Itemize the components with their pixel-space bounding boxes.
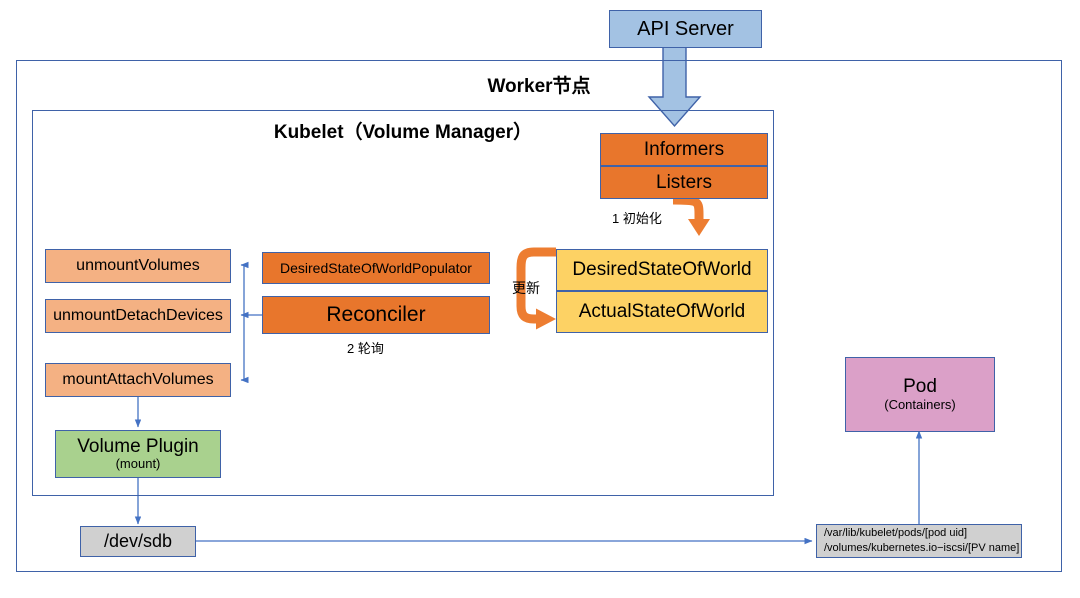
pod-label: Pod: [903, 376, 937, 398]
actual-state-of-world-label: ActualStateOfWorld: [578, 301, 746, 323]
dsw-populator-box[interactable]: DesiredStateOfWorldPopulator: [262, 252, 490, 284]
dsw-populator-label: DesiredStateOfWorldPopulator: [280, 259, 472, 276]
listers-box[interactable]: Listers: [600, 166, 768, 199]
unmount-detach-devices-label: unmountDetachDevices: [53, 306, 223, 324]
reconciler-box[interactable]: Reconciler: [262, 296, 490, 334]
reconciler-label: Reconciler: [326, 302, 426, 326]
volume-plugin-label: Volume Plugin: [77, 435, 199, 457]
mount-attach-volumes-label: mountAttachVolumes: [62, 370, 214, 388]
api-server-label: API Server: [637, 17, 734, 40]
actual-state-of-world-box[interactable]: ActualStateOfWorld: [556, 291, 768, 333]
informers-label: Informers: [643, 138, 725, 160]
desired-state-of-world-label: DesiredStateOfWorld: [572, 259, 752, 281]
device-label: /dev/sdb: [103, 531, 173, 552]
informers-box[interactable]: Informers: [600, 133, 768, 166]
device-box[interactable]: /dev/sdb: [80, 526, 196, 557]
worker-node-title: Worker节点: [487, 76, 591, 97]
volume-plugin-box[interactable]: Volume Plugin (mount): [55, 430, 221, 478]
kubelet-title: Kubelet（Volume Manager）: [273, 122, 533, 143]
step2-label: 2 轮询: [347, 341, 384, 356]
unmount-volumes-box[interactable]: unmountVolumes: [45, 249, 231, 283]
api-server-box[interactable]: API Server: [609, 10, 762, 48]
update-label: 更新: [512, 280, 540, 296]
mount-path-box[interactable]: /var/lib/kubelet/pods/[pod uid] /volumes…: [816, 524, 1022, 558]
unmount-volumes-label: unmountVolumes: [76, 256, 200, 274]
unmount-detach-devices-box[interactable]: unmountDetachDevices: [45, 299, 231, 333]
desired-state-of-world-box[interactable]: DesiredStateOfWorld: [556, 249, 768, 291]
pod-box[interactable]: Pod (Containers): [845, 357, 995, 432]
step1-label: 1 初始化: [612, 211, 662, 226]
mount-path-line2: /volumes/kubernetes.io−iscsi/[PV name]: [824, 542, 1020, 554]
worker-node-frame: [16, 60, 1062, 572]
mount-path-line1: /var/lib/kubelet/pods/[pod uid]: [824, 527, 968, 540]
listers-label: Listers: [656, 171, 712, 193]
volume-plugin-sublabel: (mount): [115, 456, 161, 472]
mount-attach-volumes-box[interactable]: mountAttachVolumes: [45, 363, 231, 397]
pod-sublabel: (Containers): [884, 396, 956, 412]
kubelet-frame: [32, 110, 774, 496]
